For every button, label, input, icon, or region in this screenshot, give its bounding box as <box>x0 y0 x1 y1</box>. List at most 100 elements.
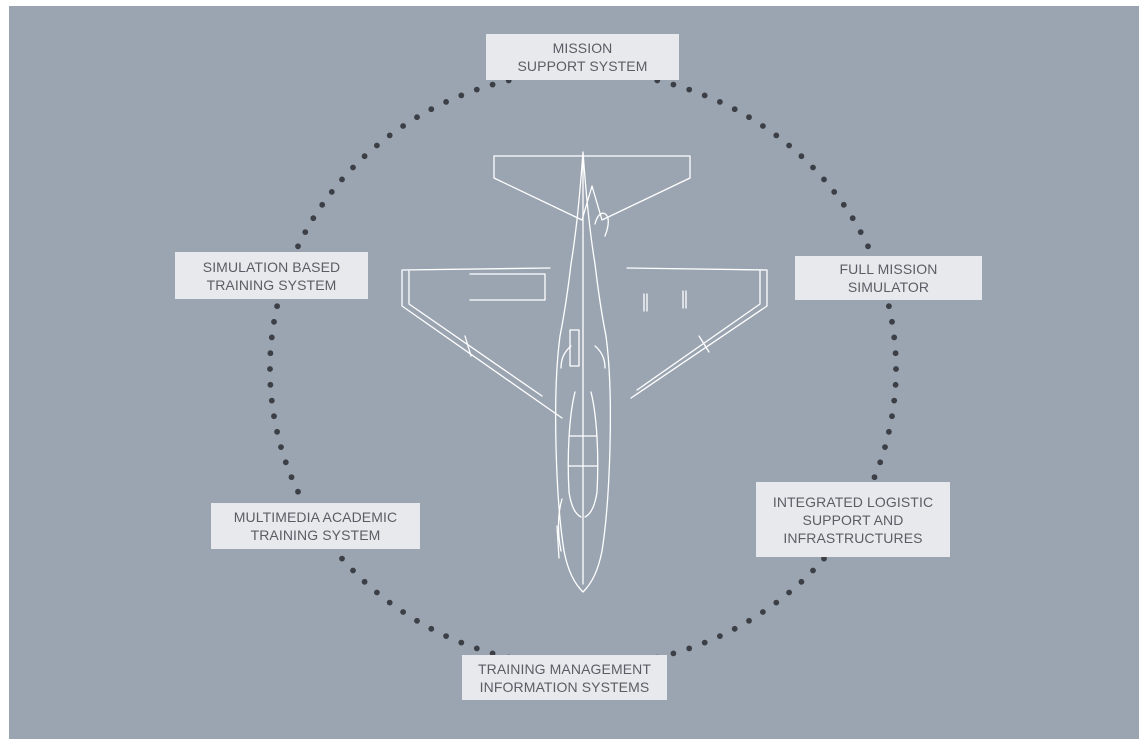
ring-dot <box>821 176 827 183</box>
ring-dot <box>473 645 480 652</box>
ring-dot <box>877 459 884 466</box>
ring-dot <box>282 459 289 466</box>
ring-dot <box>773 132 780 139</box>
multimedia-line-2: TRAINING SYSTEM <box>250 527 381 543</box>
ring-dot <box>278 444 284 450</box>
ring-dot <box>892 350 899 357</box>
ring-dot <box>686 86 693 93</box>
ring-dot <box>374 142 380 149</box>
ring-dot <box>328 189 335 195</box>
ring-dot <box>810 164 816 171</box>
ring-dot <box>798 153 805 160</box>
ring-dot <box>821 555 827 562</box>
ring-dot <box>271 318 277 325</box>
ring-dot <box>717 99 723 105</box>
ring-dot <box>339 555 345 562</box>
mission-support-system-label: MISSION SUPPORT SYSTEM <box>486 34 679 80</box>
ring-dot <box>268 397 275 404</box>
full-mission-line-2: SIMULATOR <box>847 279 930 295</box>
integrated-logistic-line-3: INFRASTRUCTURES <box>783 529 923 546</box>
ring-dot <box>310 215 317 222</box>
ring-dot <box>267 381 274 388</box>
ring-dot <box>746 617 752 624</box>
ring-dot <box>810 567 816 574</box>
ring-dot <box>319 201 326 208</box>
ring-dot <box>731 625 738 632</box>
ring-dot <box>871 474 878 481</box>
ring-dot <box>428 106 435 113</box>
ring-dot <box>414 114 420 121</box>
ring-dot <box>400 609 406 615</box>
ring-dot <box>271 413 277 420</box>
ring-dot <box>865 243 871 250</box>
mission-support-line-1: MISSION <box>552 40 613 56</box>
ring-dot <box>274 303 280 310</box>
ring-dot <box>350 164 356 171</box>
ring-dot <box>443 633 449 639</box>
ring-dot <box>893 366 899 372</box>
ring-dot <box>428 625 435 632</box>
ring-dot <box>857 229 864 236</box>
ring-dot <box>473 86 480 93</box>
ring-dot <box>350 567 356 574</box>
ring-dot <box>339 176 345 183</box>
ring-dot <box>489 650 496 657</box>
ring-dot <box>361 153 368 160</box>
mission-support-line-2: SUPPORT SYSTEM <box>517 58 648 74</box>
ring-dot <box>701 92 708 99</box>
ring-dot <box>400 123 406 129</box>
ring-dot <box>302 229 309 236</box>
ring-dot <box>717 633 723 639</box>
ring-dot <box>831 189 838 195</box>
ring-dot <box>849 215 856 222</box>
diagram-panel: MISSION SUPPORT SYSTEM SIMULATION BASED … <box>9 6 1139 739</box>
ring-dot <box>786 142 792 149</box>
ring-dot <box>798 578 805 585</box>
training-management-information-label: TRAINING MANAGEMENT INFORMATION SYSTEMS <box>462 655 667 700</box>
ring-dot <box>489 81 496 88</box>
ring-dot <box>670 81 677 88</box>
training-management-line-2: INFORMATION SYSTEMS <box>479 678 650 695</box>
ring-dot <box>267 350 274 357</box>
ring-dot <box>458 92 465 99</box>
ring-dot <box>840 201 847 208</box>
ring-dot <box>891 397 898 404</box>
ring-dot <box>443 99 449 105</box>
ring-dot <box>288 474 295 481</box>
aircraft-top-view-icon <box>401 151 768 593</box>
ring-dot <box>268 334 275 341</box>
integrated-logistic-line-2: SUPPORT AND <box>802 511 904 528</box>
training-management-line-1: TRAINING MANAGEMENT <box>477 660 652 677</box>
ring-dot <box>295 488 301 495</box>
multimedia-academic-training-label: MULTIMEDIA ACADEMIC TRAINING SYSTEM <box>211 503 420 549</box>
ring-dot <box>760 609 766 615</box>
ring-dot <box>891 334 898 341</box>
ring-dot <box>731 106 738 113</box>
ring-dot <box>889 318 895 325</box>
ring-dot <box>274 428 280 435</box>
ring-dot <box>886 303 892 310</box>
simulation-based-line-1: SIMULATION BASED <box>202 258 341 275</box>
ring-dot <box>386 599 393 606</box>
integrated-logistic-line-1: INTEGRATED LOGISTIC <box>772 493 934 510</box>
ring-dot <box>295 243 301 250</box>
ring-dot <box>786 589 792 596</box>
ring-dot <box>892 381 899 388</box>
diagram-canvas <box>267 69 899 669</box>
ring-dot <box>670 650 677 657</box>
ring-dot <box>386 132 393 139</box>
ring-dot <box>882 444 888 450</box>
multimedia-line-1: MULTIMEDIA ACADEMIC <box>233 509 398 525</box>
ring-dot <box>374 589 380 596</box>
simulation-based-training-label: SIMULATION BASED TRAINING SYSTEM <box>175 252 368 299</box>
ring-dot <box>886 428 892 435</box>
ring-dot <box>361 578 368 585</box>
ring-dot <box>760 123 766 129</box>
ring-dot <box>773 599 780 606</box>
simulation-based-line-2: TRAINING SYSTEM <box>206 276 337 293</box>
ring-dot <box>267 366 273 372</box>
ring-dot <box>686 645 693 652</box>
integrated-logistic-support-label: INTEGRATED LOGISTIC SUPPORT AND INFRASTR… <box>756 482 950 557</box>
ring-dot <box>414 617 420 624</box>
ring-dot <box>889 413 895 420</box>
